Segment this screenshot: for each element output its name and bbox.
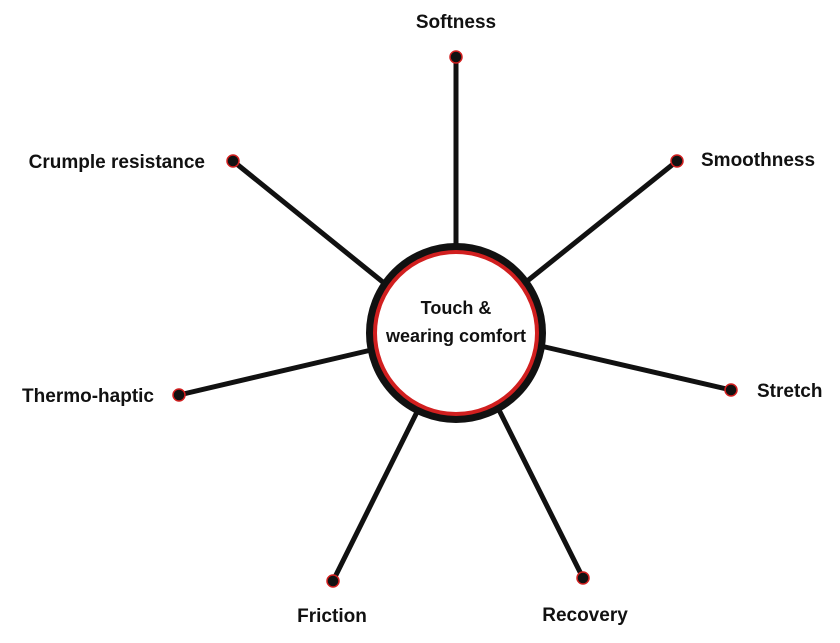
dot-friction <box>326 574 340 588</box>
endpoints <box>172 50 738 588</box>
label-smoothness: Smoothness <box>701 150 815 171</box>
dot-stretch <box>724 383 738 397</box>
spoke-crumple-resistance <box>230 158 387 286</box>
label-stretch: Stretch <box>757 381 822 402</box>
hub: Touch & wearing comfort <box>366 243 546 423</box>
labels: Softness Smoothness Stretch Recovery Fri… <box>22 12 822 627</box>
spoke-stretch <box>542 344 734 393</box>
hub-title-line1: Touch & <box>421 298 492 318</box>
spoke-friction <box>330 407 421 584</box>
label-thermo-haptic: Thermo-haptic <box>22 386 154 407</box>
hub-title-line2: wearing comfort <box>385 326 526 346</box>
spokes <box>176 54 734 584</box>
spoke-recovery <box>496 407 586 581</box>
label-recovery: Recovery <box>542 605 628 626</box>
spoke-thermo-haptic <box>176 348 370 398</box>
dot-recovery <box>576 571 590 585</box>
spoke-smoothness <box>523 158 680 285</box>
dot-smoothness <box>670 154 684 168</box>
label-crumple-resistance: Crumple resistance <box>29 152 205 173</box>
label-softness: Softness <box>416 12 496 33</box>
hub-ring-inner <box>373 250 539 416</box>
dot-thermo-haptic <box>172 388 186 402</box>
dot-crumple-resistance <box>226 154 240 168</box>
dot-softness <box>449 50 463 64</box>
label-friction: Friction <box>297 606 367 627</box>
